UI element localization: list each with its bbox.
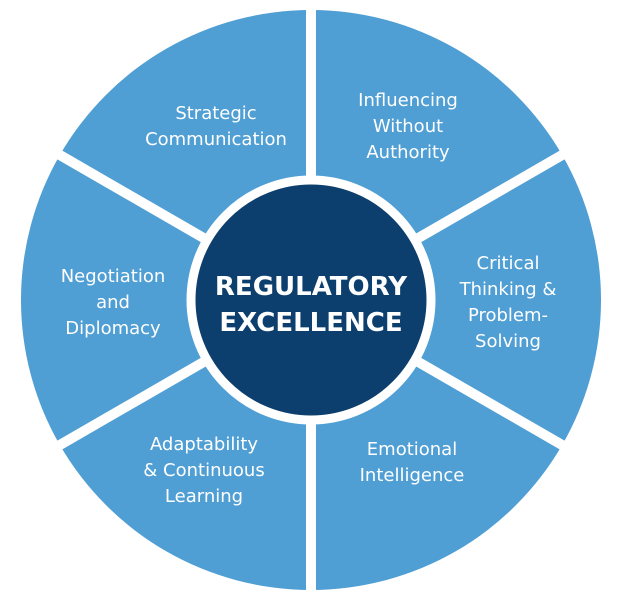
- segment-label-6-line-1: Negotiation: [61, 266, 166, 287]
- segment-label-3-line-4: Solving: [475, 331, 541, 352]
- center-title-line-1: REGULATORY: [215, 272, 408, 302]
- segment-label-4-line-1: Emotional: [367, 439, 457, 460]
- segment-5: [21, 155, 311, 445]
- segment-label-2-line-2: Without: [373, 116, 443, 137]
- segment-label-3-line-1: Critical: [477, 253, 540, 274]
- segment-label-2-line-1: Influencing: [358, 90, 458, 111]
- segment-label-6-line-2: and: [96, 292, 130, 313]
- segment-2: [311, 155, 601, 445]
- segment-label-3-line-2: Thinking &: [459, 279, 557, 300]
- segment-label-6-line-3: Diplomacy: [65, 318, 161, 339]
- segment-label-5-line-1: Adaptability: [150, 434, 258, 455]
- segment-label-3-line-3: Problem-: [468, 305, 548, 326]
- segment-label-4-line-2: Intelligence: [360, 465, 465, 486]
- segment-label-1-line-1: Strategic: [175, 103, 256, 124]
- segment-label-1-line-2: Communication: [145, 129, 287, 150]
- segment-label-2-line-3: Authority: [366, 142, 450, 163]
- center-circle: [186, 175, 436, 425]
- segment-label-5-line-2: & Continuous: [143, 460, 264, 481]
- center-title-line-2: EXCELLENCE: [219, 308, 402, 338]
- segment-label-5-line-3: Learning: [165, 486, 243, 507]
